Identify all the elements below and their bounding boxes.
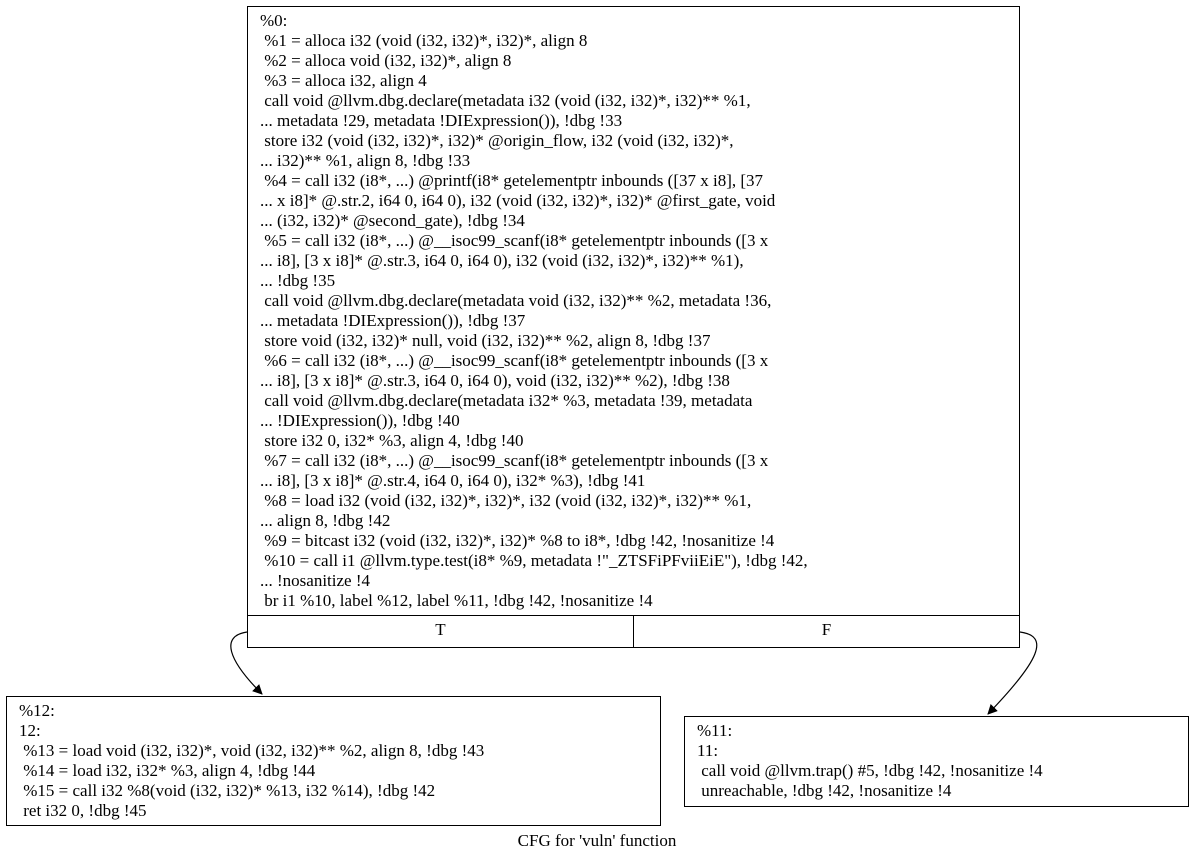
code-line: %12:: [19, 701, 55, 720]
code-line: ... align 8, !dbg !42: [260, 511, 391, 530]
code-line: ... i8], [3 x i8]* @.str.4, i64 0, i64 0…: [260, 471, 646, 490]
code-line: ... i8], [3 x i8]* @.str.3, i64 0, i64 0…: [260, 371, 730, 390]
code-line: %8 = load i32 (void (i32, i32)*, i32)*, …: [260, 491, 752, 510]
code-line: ... !nosanitize !4: [260, 571, 370, 590]
node-11-body: %11:11: call void @llvm.trap() #5, !dbg …: [685, 717, 1188, 801]
code-line: %11:: [697, 721, 733, 740]
code-line: ... metadata !29, metadata !DIExpression…: [260, 111, 623, 130]
code-line: %1 = alloca i32 (void (i32, i32)*, i32)*…: [260, 31, 588, 50]
code-line: ... !dbg !35: [260, 271, 336, 290]
node-entry-body: %0: %1 = alloca i32 (void (i32, i32)*, i…: [248, 7, 1019, 617]
code-line: %2 = alloca void (i32, i32)*, align 8: [260, 51, 512, 70]
code-line: %13 = load void (i32, i32)*, void (i32, …: [19, 741, 485, 760]
code-line: %7 = call i32 (i8*, ...) @__isoc99_scanf…: [260, 451, 769, 470]
cfg-node-12[interactable]: %12:12: %13 = load void (i32, i32)*, voi…: [6, 696, 661, 826]
code-line: call void @llvm.dbg.declare(metadata voi…: [260, 291, 772, 310]
code-line: ... i32)** %1, align 8, !dbg !33: [260, 151, 471, 170]
edge-false-to-11: [987, 631, 1038, 715]
code-line: store void (i32, i32)* null, void (i32, …: [260, 331, 711, 350]
code-line: call void @llvm.dbg.declare(metadata i32…: [260, 391, 753, 410]
code-line: store i32 0, i32* %3, align 4, !dbg !40: [260, 431, 524, 450]
code-line: br i1 %10, label %12, label %11, !dbg !4…: [260, 591, 653, 610]
cfg-node-11[interactable]: %11:11: call void @llvm.trap() #5, !dbg …: [684, 716, 1189, 807]
code-line: %10 = call i1 @llvm.type.test(i8* %9, me…: [260, 551, 808, 570]
code-line: call void @llvm.trap() #5, !dbg !42, !no…: [697, 761, 1043, 780]
edge-true-to-12: [230, 631, 263, 695]
code-line: ... !DIExpression()), !dbg !40: [260, 411, 460, 430]
port-false[interactable]: F: [633, 616, 1019, 647]
code-line: unreachable, !dbg !42, !nosanitize !4: [697, 781, 952, 800]
port-true[interactable]: T: [435, 620, 446, 639]
code-line: %6 = call i32 (i8*, ...) @__isoc99_scanf…: [260, 351, 769, 370]
code-line: ... metadata !DIExpression()), !dbg !37: [260, 311, 526, 330]
code-line: %9 = bitcast i32 (void (i32, i32)*, i32)…: [260, 531, 775, 550]
code-line: %0:: [260, 11, 288, 30]
branch-ports: T F: [248, 615, 1019, 647]
code-line: 11:: [697, 741, 719, 760]
code-line: store i32 (void (i32, i32)*, i32)* @orig…: [260, 131, 734, 150]
code-line: %4 = call i32 (i8*, ...) @printf(i8* get…: [260, 171, 764, 190]
code-line: ... i8], [3 x i8]* @.str.3, i64 0, i64 0…: [260, 251, 744, 270]
code-line: %14 = load i32, i32* %3, align 4, !dbg !…: [19, 761, 316, 780]
code-line: 12:: [19, 721, 41, 740]
code-line: %3 = alloca i32, align 4: [260, 71, 427, 90]
node-12-body: %12:12: %13 = load void (i32, i32)*, voi…: [7, 697, 660, 821]
graph-title: CFG for 'vuln' function: [517, 831, 677, 850]
code-line: %5 = call i32 (i8*, ...) @__isoc99_scanf…: [260, 231, 769, 250]
code-line: call void @llvm.dbg.declare(metadata i32…: [260, 91, 751, 110]
cfg-node-entry[interactable]: %0: %1 = alloca i32 (void (i32, i32)*, i…: [247, 6, 1020, 648]
code-line: %15 = call i32 %8(void (i32, i32)* %13, …: [19, 781, 436, 800]
code-line: ... (i32, i32)* @second_gate), !dbg !34: [260, 211, 525, 230]
code-line: ... x i8]* @.str.2, i64 0, i64 0), i32 (…: [260, 191, 776, 210]
code-line: ret i32 0, !dbg !45: [19, 801, 147, 820]
